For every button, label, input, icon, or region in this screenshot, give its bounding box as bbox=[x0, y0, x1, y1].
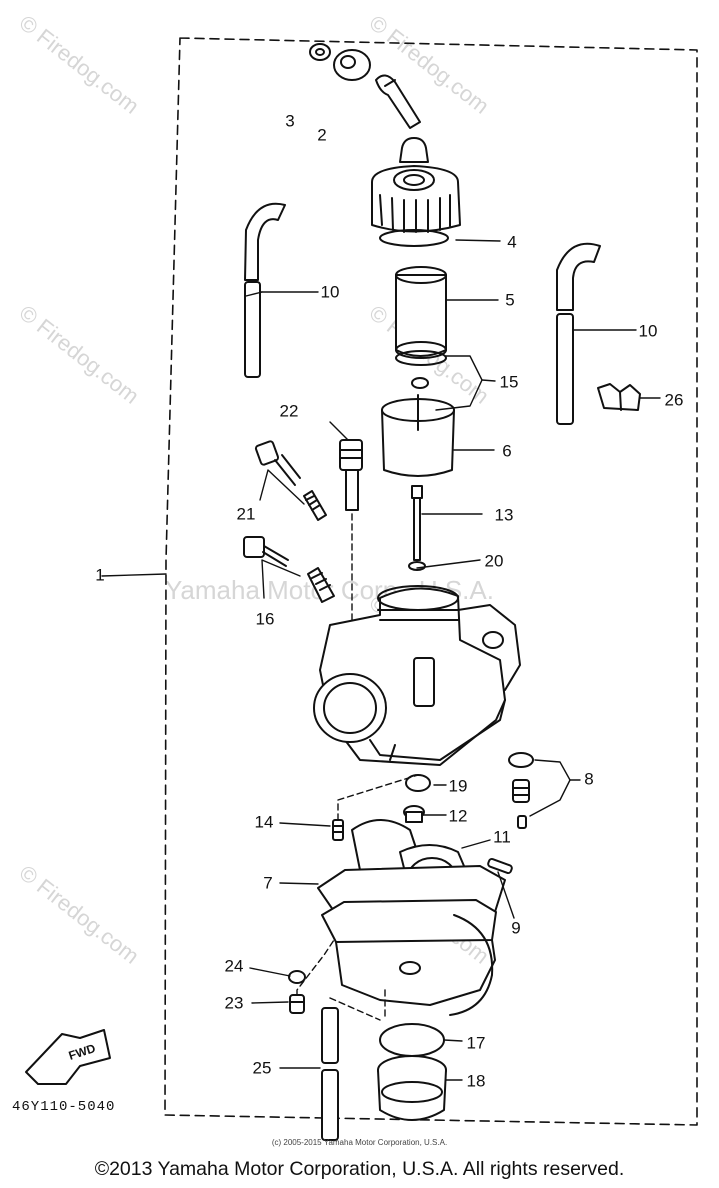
part-10-right-hose bbox=[556, 242, 601, 425]
callout-26: 26 bbox=[664, 390, 684, 410]
assembly-boundary bbox=[164, 37, 698, 1126]
part-8-valve-assy bbox=[508, 752, 534, 829]
callout-19: 19 bbox=[448, 776, 468, 796]
part-6-throttle-valve bbox=[381, 394, 455, 477]
part-12-jet bbox=[403, 805, 425, 823]
part-24-washer bbox=[288, 970, 306, 984]
callout-1: 1 bbox=[95, 565, 105, 585]
part-22-jet bbox=[339, 439, 363, 626]
callout-6: 6 bbox=[502, 441, 512, 461]
part-3-nut bbox=[309, 43, 331, 61]
fwd-arrow-icon bbox=[25, 1029, 111, 1085]
callout-11: 11 bbox=[493, 827, 511, 847]
part-4-top-cap bbox=[371, 165, 461, 247]
part-25-tube bbox=[321, 997, 381, 1141]
callout-8: 8 bbox=[584, 769, 594, 789]
callout-2: 2 bbox=[317, 125, 327, 145]
part-2-cap bbox=[333, 49, 371, 81]
leader-lines bbox=[101, 239, 661, 1081]
callout-4: 4 bbox=[507, 232, 517, 252]
callout-12: 12 bbox=[448, 806, 468, 826]
callout-5: 5 bbox=[505, 290, 515, 310]
callout-13: 13 bbox=[494, 505, 514, 525]
part-17-gasket bbox=[379, 1023, 445, 1057]
part-top-boot bbox=[399, 137, 429, 163]
callout-3: 3 bbox=[285, 111, 295, 131]
callout-21: 21 bbox=[236, 504, 256, 524]
part-elbow-fitting bbox=[375, 74, 421, 129]
callout-25: 25 bbox=[252, 1058, 272, 1078]
copyright-notice: ©2013 Yamaha Motor Corporation, U.S.A. A… bbox=[94, 1158, 625, 1180]
callout-24: 24 bbox=[224, 956, 244, 976]
part-5-sleeve bbox=[395, 266, 447, 366]
callout-16: 16 bbox=[255, 609, 275, 629]
callout-20: 20 bbox=[484, 551, 504, 571]
part-7-float-bowl bbox=[317, 865, 506, 1021]
callout-17: 17 bbox=[466, 1033, 486, 1053]
callout-10b: 10 bbox=[638, 321, 658, 341]
callout-14: 14 bbox=[254, 812, 274, 832]
callout-9: 9 bbox=[511, 918, 521, 938]
part-code: 46Y110-5040 bbox=[12, 1099, 116, 1115]
part-23-plug bbox=[289, 939, 335, 1014]
callout-18: 18 bbox=[466, 1071, 486, 1091]
callout-23: 23 bbox=[224, 993, 244, 1013]
part-1-carburetor-body bbox=[313, 585, 521, 766]
part-10-left-hose bbox=[244, 202, 286, 378]
part-13-needle bbox=[408, 485, 426, 571]
callout-7: 7 bbox=[263, 873, 273, 893]
callout-22: 22 bbox=[279, 401, 299, 421]
part-18-drain-plug bbox=[377, 1055, 447, 1121]
callout-10a: 10 bbox=[320, 282, 340, 302]
part-21-screw bbox=[254, 440, 327, 521]
callout-15: 15 bbox=[499, 372, 519, 392]
part-14-screw bbox=[332, 774, 419, 841]
part-26-clip bbox=[597, 383, 641, 411]
part-15-clip bbox=[411, 377, 429, 389]
part-16-screw bbox=[243, 536, 335, 603]
small-credit: (c) 2005-2015 Yamaha Motor Corporation, … bbox=[271, 1138, 448, 1147]
part-9-pin bbox=[487, 857, 513, 875]
